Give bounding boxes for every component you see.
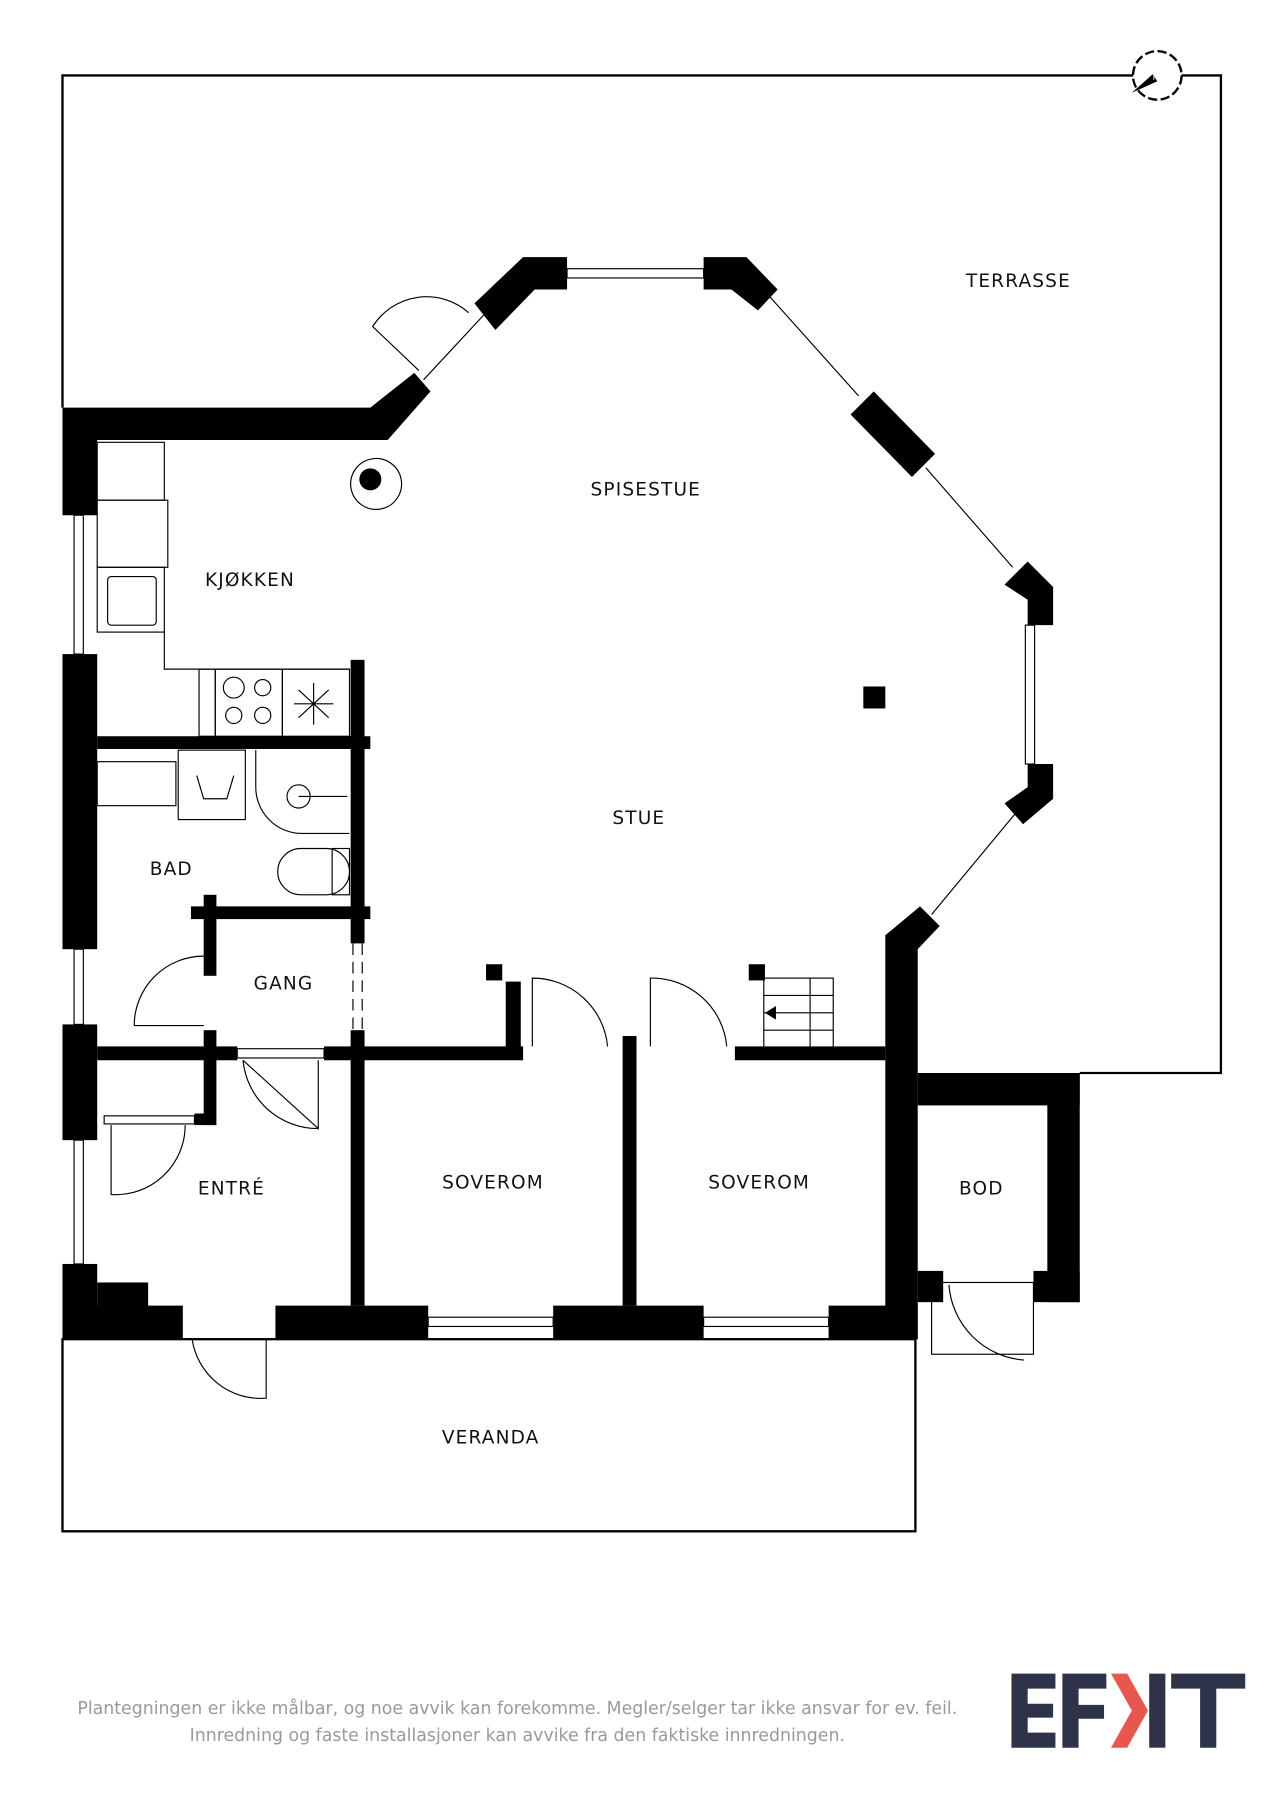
room-label-entre: ENTRÉ: [198, 1178, 265, 1200]
veranda-outline: [61, 1338, 917, 1533]
effekt-logo: [1011, 1673, 1246, 1748]
room-label-terrasse: TERRASSE: [965, 271, 1071, 292]
fixtures: [96, 441, 834, 1049]
room-label-soverom: SOVEROM: [708, 1173, 810, 1194]
room-label-bad: BAD: [150, 859, 193, 880]
terrace-outline: [61, 74, 1223, 1075]
doors: [110, 296, 1035, 1399]
disclaimer-line-2: Innredning og faste installasjoner kan a…: [190, 1726, 845, 1746]
windows: [73, 268, 1036, 1328]
disclaimer-line-1: Plantegningen er ikke målbar, og noe avv…: [77, 1698, 957, 1719]
room-label-kjokken: KJØKKEN: [205, 570, 295, 591]
room-label-spisestue: SPISESTUE: [591, 480, 701, 501]
walls: [62, 257, 1080, 1340]
svg-text:N: N: [1153, 72, 1159, 82]
room-label-stue: STUE: [612, 808, 665, 829]
room-label-soverom: SOVEROM: [442, 1173, 544, 1194]
room-label-veranda: VERANDA: [442, 1427, 540, 1448]
compass-north-icon: N: [1131, 49, 1183, 101]
room-label-gang: GANG: [254, 974, 314, 995]
room-label-bod: BOD: [959, 1179, 1004, 1200]
